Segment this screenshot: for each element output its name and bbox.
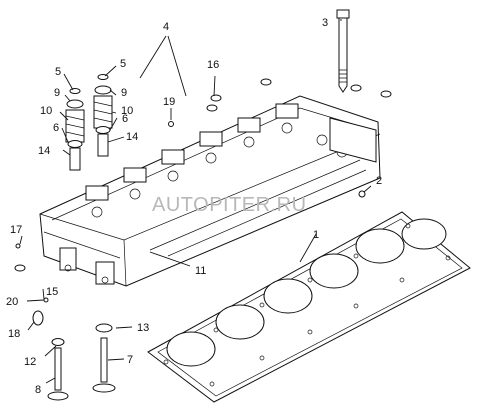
callout-12: 12 bbox=[24, 356, 36, 368]
callout-10-right: 10 bbox=[121, 105, 133, 117]
cylinder-head bbox=[39, 95, 381, 287]
callout-9-right: 9 bbox=[121, 87, 127, 99]
watermark-text: AUTOPITER.RU bbox=[152, 194, 307, 216]
callout-16: 16 bbox=[207, 59, 219, 71]
callout-19: 19 bbox=[163, 96, 175, 108]
callout-labels: 1 2 3 4 5 5 9 9 10 10 6 6 14 14 16 19 17… bbox=[6, 17, 382, 396]
callout-14-right: 14 bbox=[126, 131, 138, 143]
dowel-pins bbox=[206, 78, 392, 112]
callout-4: 4 bbox=[163, 21, 169, 33]
gasket-holes bbox=[163, 223, 451, 387]
callout-5-left: 5 bbox=[55, 66, 61, 78]
gasket-bores bbox=[166, 218, 447, 367]
leader-lines bbox=[19, 19, 372, 384]
head-rail-right bbox=[149, 117, 377, 257]
callout-6-left: 6 bbox=[53, 122, 59, 134]
callout-17: 17 bbox=[10, 224, 22, 236]
callout-6-right: 6 bbox=[122, 113, 128, 125]
callout-3: 3 bbox=[322, 17, 328, 29]
callout-1: 1 bbox=[313, 229, 319, 241]
valves bbox=[47, 323, 116, 401]
head-front-face bbox=[43, 231, 121, 285]
valve-stack-left bbox=[65, 88, 85, 171]
misc-small-parts bbox=[14, 121, 366, 326]
callout-10-left: 10 bbox=[40, 105, 52, 117]
callout-9-left: 9 bbox=[54, 87, 60, 99]
callout-18: 18 bbox=[8, 328, 20, 340]
callout-14-left: 14 bbox=[38, 145, 50, 157]
callout-5-right: 5 bbox=[120, 58, 126, 70]
callout-7: 7 bbox=[127, 354, 133, 366]
callout-11: 11 bbox=[195, 265, 206, 277]
head-gasket bbox=[147, 211, 471, 403]
callout-15: 15 bbox=[46, 286, 58, 298]
rocker-bosses bbox=[85, 103, 348, 218]
callout-8: 8 bbox=[35, 384, 41, 396]
callout-20: 20 bbox=[6, 296, 18, 308]
callout-13: 13 bbox=[137, 322, 149, 334]
head-bolt bbox=[336, 9, 350, 93]
valve-stack-right bbox=[93, 74, 113, 157]
callout-2: 2 bbox=[376, 175, 382, 187]
